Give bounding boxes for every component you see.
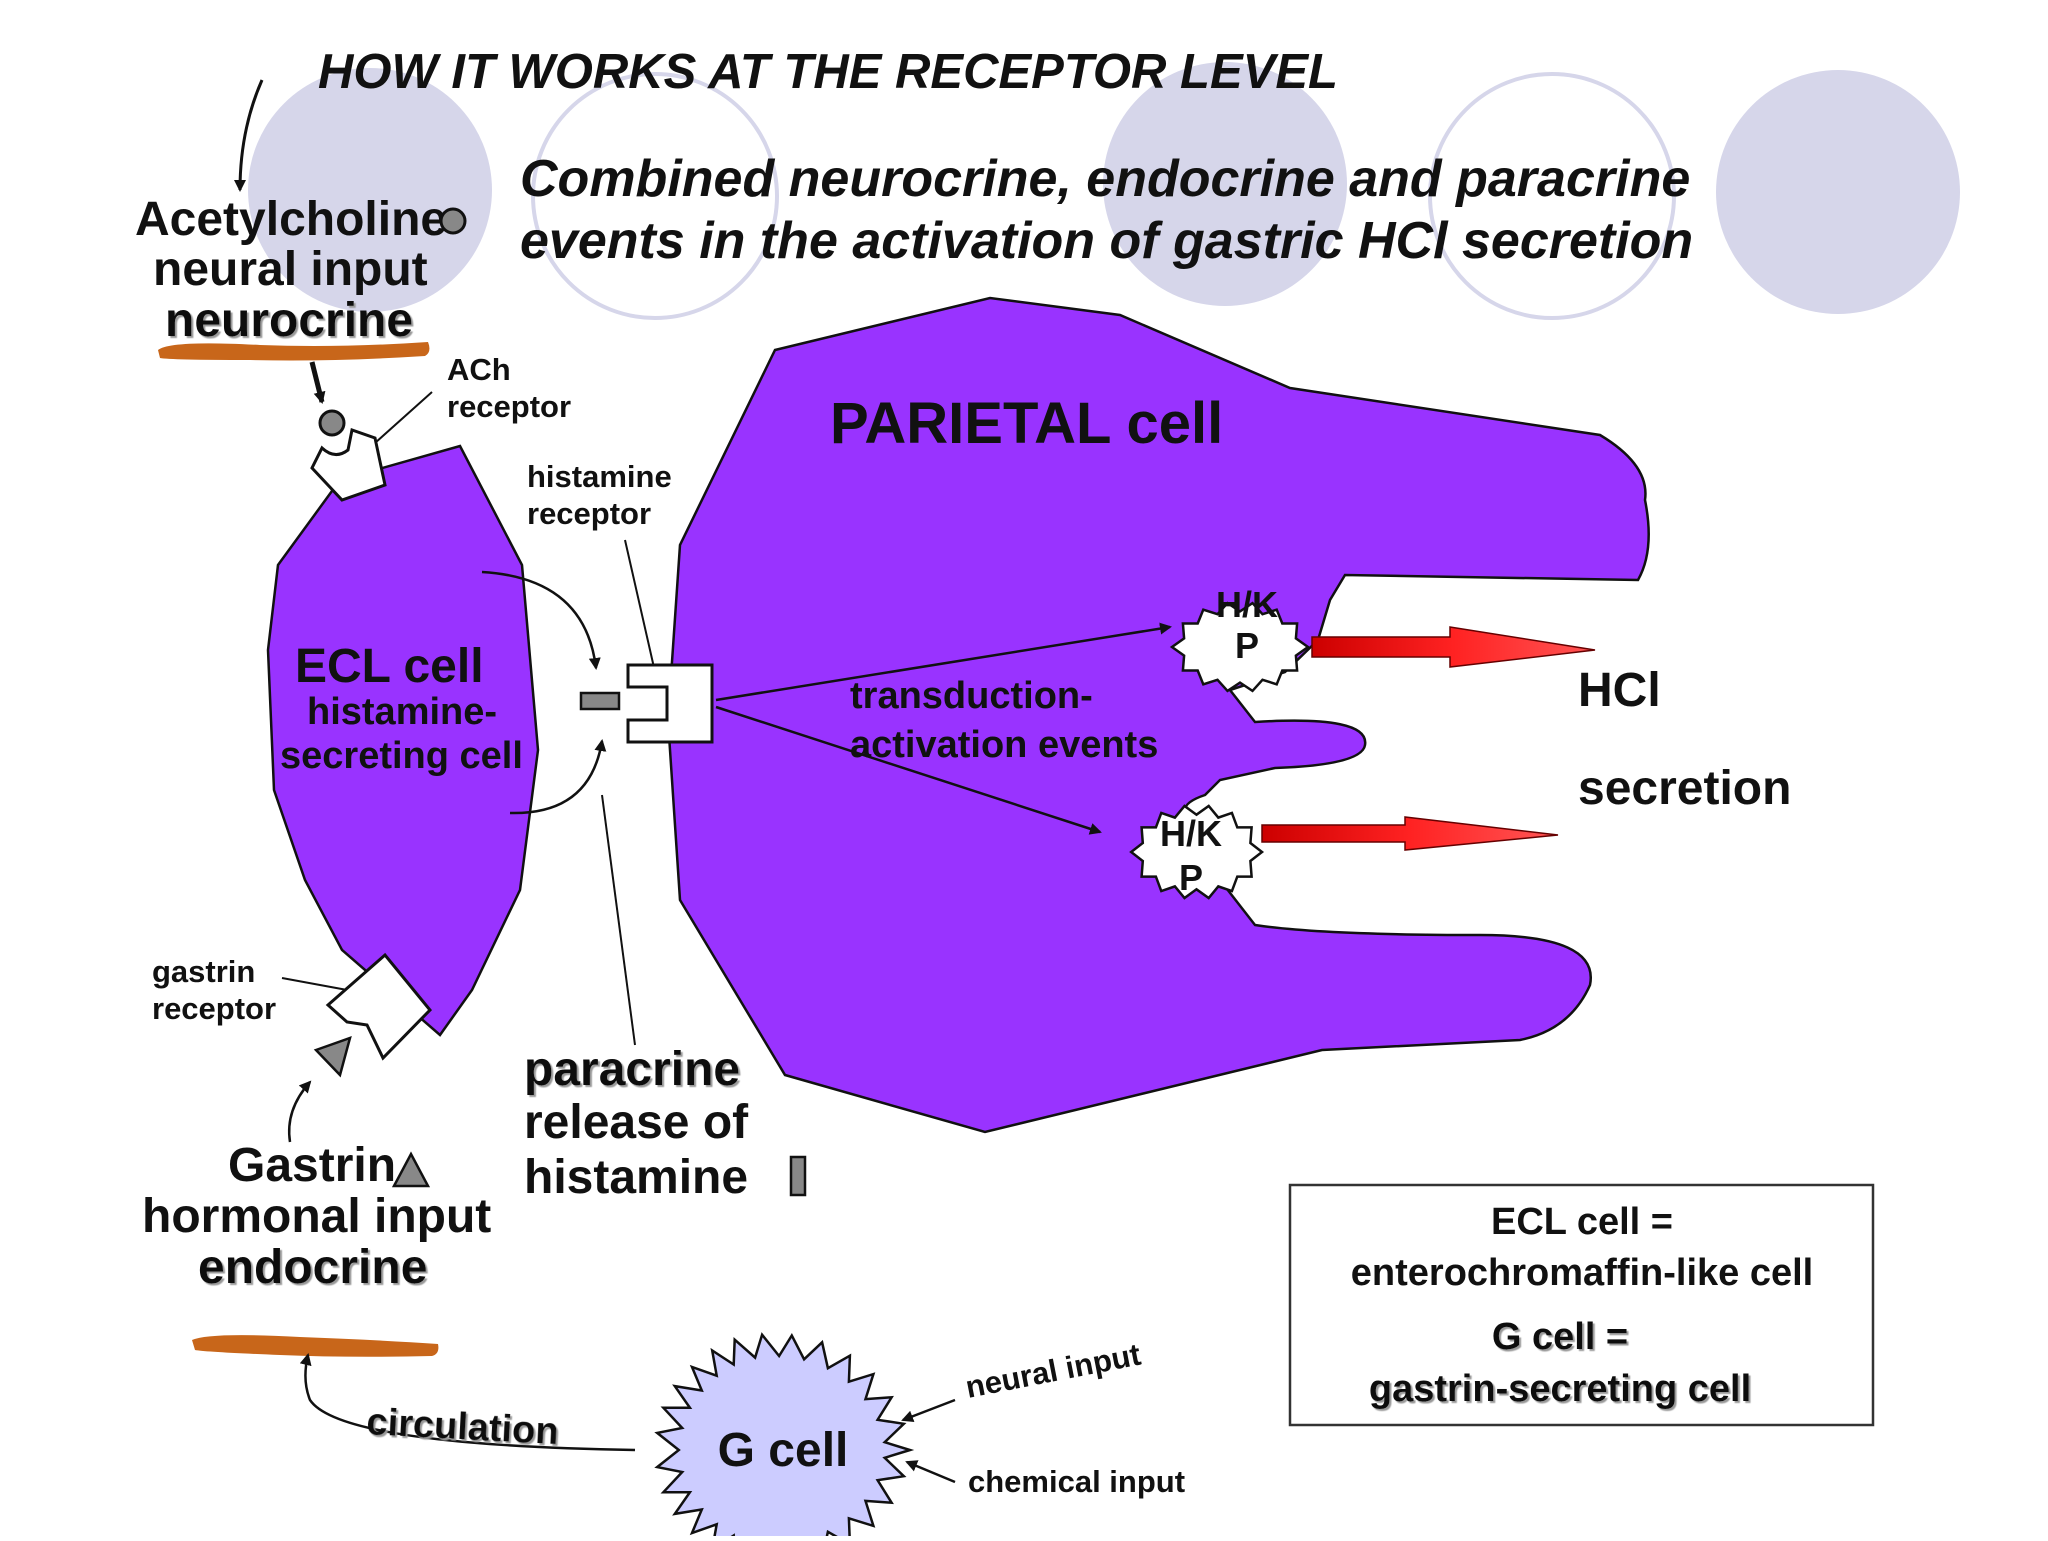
gastrin-arrow — [288, 1080, 312, 1143]
ecl-cell-label: ECL cell — [295, 640, 484, 693]
ach-bound-molecule-icon — [318, 409, 346, 437]
ach-arrow — [309, 361, 326, 404]
g-cell: G cell — [654, 1332, 915, 1541]
gastrin-receptor-label-1: gastrin — [152, 954, 255, 989]
ach-receptor-icon — [310, 428, 387, 502]
transduction-label-1: transduction- — [850, 675, 1093, 717]
legend-line-1: ECL cell = — [1491, 1201, 1673, 1243]
legend-frame — [1288, 1183, 1875, 1427]
legend-line-4: gastrin-secreting cell — [1369, 1368, 1751, 1410]
endocrine-label: endocrine — [198, 1241, 427, 1294]
subtitle-line-1: Combined neurocrine, endocrine and parac… — [520, 150, 1690, 208]
deco-circle-4 — [1428, 72, 1676, 320]
histamine-receptor-label-2: receptor — [527, 496, 651, 531]
paracrine-pointer — [601, 794, 636, 1046]
proton-pump-upper-label-2: P — [1235, 625, 1259, 666]
ecl-cell-sub-1: histamine- — [307, 691, 497, 733]
deco-circle-5 — [1716, 70, 1960, 314]
hcl-arrow-lower — [1261, 816, 1559, 851]
chemical-input-label: chemical input — [968, 1464, 1185, 1499]
gastrin-label: Gastrin — [228, 1139, 396, 1192]
ach-receptor-label-1: ACh — [447, 352, 511, 387]
gastrin-bound-molecule-icon — [313, 1036, 352, 1078]
histamine-legend-molecule-icon — [789, 1155, 807, 1197]
ach-molecule-icon — [439, 207, 467, 235]
proton-pump-upper: H/K P — [1169, 584, 1311, 693]
transduction-label-2: activation events — [850, 724, 1158, 766]
histamine-release-arrow-top — [481, 570, 601, 670]
ecl-cell — [266, 444, 540, 1037]
subtitle-line-2: events in the activation of gastric HCl … — [520, 212, 1693, 270]
transduction-arrow-lower — [715, 705, 1102, 835]
ecl-cell-sub-2: secreting cell — [280, 735, 523, 777]
hormonal-input-label: hormonal input — [142, 1190, 491, 1243]
neural-input-label: neural input — [153, 243, 428, 296]
neural-input-arrow — [901, 1398, 956, 1423]
deco-circle-1 — [248, 68, 492, 312]
paracrine-label-2: release of — [524, 1096, 749, 1149]
paracrine-label-1: paracrine — [524, 1043, 740, 1096]
proton-pump-upper-label-1: H/K — [1216, 584, 1278, 625]
legend-box: ECL cell = enterochromaffin-like cell G … — [1288, 1183, 1875, 1427]
histamine-release-arrow-bottom — [509, 739, 607, 815]
gastrin-molecule-icon — [391, 1151, 431, 1188]
proton-pump-lower-label-1: H/K — [1160, 813, 1222, 854]
secretion-label: secretion — [1578, 762, 1791, 815]
neural-arrow — [234, 79, 264, 192]
decorative-circles — [248, 62, 1960, 320]
ach-receptor-label-2: receptor — [447, 389, 571, 424]
ach-receptor-pointer — [374, 391, 433, 444]
slide-title: HOW IT WORKS AT THE RECEPTOR LEVEL — [318, 45, 1338, 99]
blood-vessel-bottom — [192, 1335, 439, 1357]
chemical-input-arrow — [905, 1460, 956, 1484]
proton-pump-lower-label-2: P — [1179, 857, 1203, 898]
hcl-label: HCl — [1578, 664, 1661, 717]
paracrine-label-3: histamine — [524, 1151, 748, 1204]
blood-vessel-top — [158, 342, 430, 361]
gastrin-receptor-label-2: receptor — [152, 991, 276, 1026]
g-cell-label: G cell — [718, 1424, 849, 1477]
g-cell-icon — [654, 1332, 915, 1541]
proton-pump-upper-icon — [1169, 601, 1311, 693]
histamine-receptor-pointer — [624, 539, 656, 673]
neurocrine-label: neurocrine — [165, 294, 413, 347]
legend-line-2: enterochromaffin-like cell — [1351, 1252, 1813, 1294]
acetylcholine-label: Acetylcholine — [135, 193, 447, 246]
proton-pump-lower: H/K P — [1129, 804, 1265, 900]
legend-line-3: G cell = — [1492, 1316, 1628, 1358]
deco-circle-2 — [531, 72, 779, 320]
histamine-receptor-label-1: histamine — [527, 459, 672, 494]
circulation-label: circulation — [366, 1401, 560, 1453]
transduction-arrow-upper — [715, 622, 1172, 702]
parietal-cell-label: PARIETAL cell — [830, 391, 1223, 456]
parietal-cell — [666, 296, 1650, 1134]
proton-pump-lower-icon — [1129, 804, 1265, 900]
deco-circle-3 — [1103, 62, 1347, 306]
neural-input-g-label: neural input — [963, 1337, 1144, 1405]
hcl-arrow-upper — [1311, 626, 1596, 668]
gastrin-receptor-icon — [325, 952, 433, 1061]
histamine-molecule-icon — [579, 691, 621, 711]
circulation-arrow — [299, 1353, 636, 1452]
histamine-receptor-icon — [626, 663, 714, 744]
